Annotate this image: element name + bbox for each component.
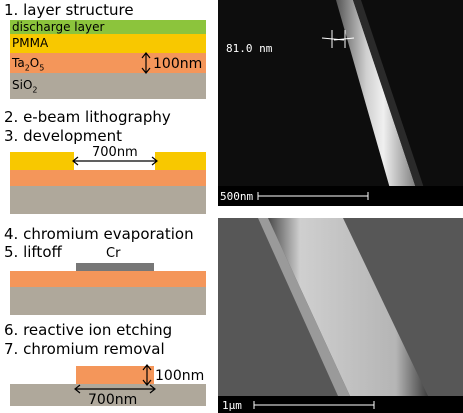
- pmma-label: PMMA: [12, 36, 49, 50]
- thickness-arrow-2: [142, 364, 152, 386]
- discharge-layer-label: discharge layer: [12, 20, 105, 34]
- pmma-right-block: [155, 152, 206, 170]
- sem-bottom-scalebar-label: 1μm: [222, 399, 242, 412]
- sem-image-bottom: 1μm: [218, 218, 463, 413]
- ta2o5-waveguide: [76, 366, 154, 384]
- sio2-layer-5: [10, 287, 206, 315]
- thickness-arrow-1: [141, 52, 151, 74]
- sem-measure-label: 81.0 nm: [226, 42, 273, 55]
- sem-top-scalebar-label: 500nm: [220, 190, 254, 203]
- thickness-label-1: 100nm: [153, 56, 203, 72]
- sio2-layer: SiO2: [10, 73, 206, 99]
- discharge-layer: discharge layer: [10, 20, 206, 34]
- step-3-label: 3. development: [4, 127, 123, 145]
- width-label: 700nm: [88, 392, 138, 408]
- step-1-label: 1. layer structure: [4, 1, 134, 19]
- sio2-layer-3: [10, 186, 206, 214]
- step-4-label: 4. chromium evaporation: [4, 225, 194, 243]
- sem-image-top: 81.0 nm 500nm: [218, 0, 463, 206]
- step-2-label: 2. e-beam lithography: [4, 108, 171, 126]
- gap-label: 700nm: [91, 145, 139, 160]
- ridge-bottom: [268, 218, 428, 396]
- ta2o5-label: Ta2O5: [12, 56, 45, 73]
- ta2o5-layer-5: [10, 271, 206, 287]
- ta2o5-layer: Ta2O5: [10, 53, 206, 73]
- ridge-top: [336, 0, 422, 206]
- pmma-left-block: [10, 152, 74, 170]
- sio2-label: SiO2: [12, 78, 38, 95]
- chromium-mask: [76, 263, 154, 271]
- step-7-label: 7. chromium removal: [4, 340, 165, 358]
- sem-bottom-graphic: [218, 218, 463, 413]
- sem-top-graphic: [218, 0, 463, 206]
- chromium-label: Cr: [106, 246, 121, 261]
- gap-arrow: [72, 156, 158, 166]
- thickness-label-2: 100nm: [155, 368, 205, 384]
- sio2-layer-7: [10, 384, 206, 406]
- pmma-layer: PMMA: [10, 34, 206, 53]
- step-5-label: 5. liftoff: [4, 243, 62, 261]
- step-6-label: 6. reactive ion etching: [4, 321, 173, 339]
- width-arrow: [74, 384, 156, 394]
- ta2o5-layer-3: [10, 170, 206, 186]
